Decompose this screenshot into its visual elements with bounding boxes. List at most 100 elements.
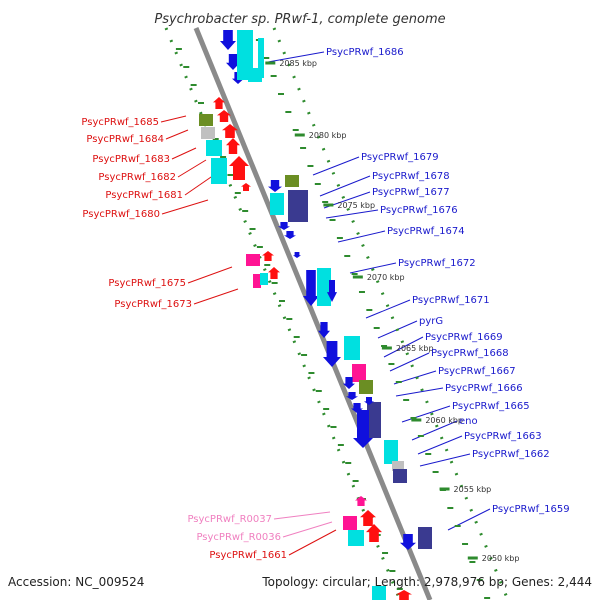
right-gene-label[interactable]: PsycPRwf_1672 [398, 258, 476, 269]
rna-gene-label[interactable]: PsycPRwf_R0037 [187, 514, 272, 525]
right-gene-label[interactable]: PsycPRwf_1674 [387, 226, 465, 237]
right-gene-label[interactable]: PsycPRwf_1662 [472, 449, 550, 460]
pink-gene-block[interactable] [352, 364, 366, 382]
olive-gene-block[interactable] [285, 175, 299, 187]
grey-gene-block[interactable] [201, 127, 215, 139]
left-gene-label[interactable]: PsycPRwf_1683 [92, 154, 170, 165]
right-gene-label[interactable]: PsycPRwf_1667 [438, 366, 516, 377]
cyan-gene-block[interactable] [384, 440, 398, 464]
blue-gene-arrow[interactable] [226, 54, 240, 70]
blue-gene-arrow[interactable] [278, 222, 290, 230]
label-connector [177, 159, 207, 178]
blue-gene-arrow[interactable] [284, 231, 296, 239]
left-gene-label[interactable]: PsycPRwf_1681 [105, 190, 183, 201]
navy-gene-block[interactable] [288, 190, 308, 222]
scale-label: 2060 kbp [425, 416, 463, 425]
blue-gene-arrow[interactable] [343, 377, 355, 389]
blue-gene-arrow[interactable] [303, 270, 319, 306]
right-gene-label[interactable]: PsycPRwf_1666 [445, 383, 523, 394]
right-gene-label[interactable]: PsycPRwf_1663 [464, 431, 542, 442]
cyan-gene-block[interactable] [344, 336, 360, 360]
right-gene-label[interactable]: PsycPRwf_1669 [425, 332, 503, 343]
scale-label: 2070 kbp [367, 273, 405, 282]
cyan-gene-block[interactable] [260, 273, 268, 285]
right-gene-label[interactable]: eno [459, 416, 478, 427]
pink-gene-arrow[interactable] [355, 496, 367, 506]
blue-gene-arrow[interactable] [318, 322, 330, 338]
cyan-gene-block[interactable] [211, 158, 227, 184]
blue-gene-arrow[interactable] [293, 252, 301, 258]
left-gene-label[interactable]: PsycPRwf_1685 [81, 117, 159, 128]
blue-gene-arrow[interactable] [400, 534, 416, 550]
label-connector [288, 529, 337, 556]
scale-label: 2080 kbp [309, 131, 347, 140]
right-gene-label[interactable]: PsycPRwf_1659 [492, 504, 570, 515]
label-connector [187, 266, 233, 284]
right-gene-label[interactable]: PsycPRwf_1671 [412, 295, 490, 306]
right-gene-label[interactable]: PsycPRwf_1665 [452, 401, 530, 412]
cyan-gene-block[interactable] [206, 140, 222, 156]
pink-gene-block[interactable] [246, 254, 260, 266]
label-connector [319, 175, 371, 197]
red-gene-arrow[interactable] [222, 124, 238, 138]
red-gene-arrow[interactable] [226, 138, 240, 154]
label-connector [160, 115, 187, 123]
label-connector [312, 156, 360, 176]
label-connector [161, 199, 209, 215]
olive-gene-block[interactable] [359, 380, 373, 394]
blue-gene-arrow[interactable] [268, 180, 282, 192]
accession-text: Accession: NC_009524 [8, 575, 144, 589]
red-gene-arrow[interactable] [262, 251, 274, 261]
label-connector [349, 262, 397, 274]
cyan-gene-block[interactable] [348, 530, 364, 546]
red-gene-arrow[interactable] [229, 156, 249, 180]
left-gene-label[interactable]: PsycPRwf_1673 [114, 299, 192, 310]
red-gene-arrow[interactable] [396, 590, 412, 600]
pink-gene-block[interactable] [343, 516, 357, 530]
label-connector [282, 521, 333, 538]
cyan-gene-block[interactable] [270, 193, 284, 215]
right-gene-label[interactable]: PsycPRwf_1677 [372, 187, 450, 198]
blue-gene-arrow[interactable] [353, 410, 373, 448]
blue-gene-arrow[interactable] [220, 30, 236, 50]
navy-gene-block[interactable] [418, 527, 432, 549]
cyan-gene-block[interactable] [237, 30, 253, 80]
right-gene-label[interactable]: pyrG [419, 316, 443, 327]
navy-gene-block[interactable] [393, 469, 407, 483]
red-gene-arrow[interactable] [268, 267, 280, 279]
cyan-gene-block[interactable] [258, 38, 264, 78]
right-gene-label[interactable]: PsycPRwf_1678 [372, 171, 450, 182]
grey-gene-block[interactable] [392, 461, 404, 471]
rna-gene-label[interactable]: PsycPRwf_R0036 [196, 532, 281, 543]
blue-gene-arrow[interactable] [346, 392, 358, 400]
cyan-gene-block[interactable] [372, 586, 386, 600]
label-connector [193, 288, 239, 305]
red-gene-arrow[interactable] [366, 524, 382, 542]
gene-labels[interactable]: PsycPRwf_1686PsycPRwf_1679PsycPRwf_1678P… [81, 47, 569, 561]
red-gene-arrow[interactable] [217, 110, 231, 122]
left-gene-label[interactable]: PsycPRwf_1675 [108, 278, 186, 289]
blue-gene-arrow[interactable] [364, 397, 374, 405]
cyan-gene-block[interactable] [317, 268, 331, 306]
olive-gene-block[interactable] [199, 114, 213, 126]
right-gene-label[interactable]: PsycPRwf_1676 [380, 205, 458, 216]
navy-gene-block[interactable] [367, 402, 381, 438]
blue-gene-arrow[interactable] [323, 341, 341, 367]
red-gene-arrow[interactable] [241, 183, 251, 191]
red-gene-arrow[interactable] [360, 510, 376, 526]
left-gene-label[interactable]: PsycPRwf_1682 [98, 172, 176, 183]
left-gene-label[interactable]: PsycPRwf_1661 [209, 550, 287, 561]
blue-gene-arrow[interactable] [327, 280, 337, 302]
scale-label: 2085 kbp [279, 59, 317, 68]
right-gene-label[interactable]: PsycPRwf_1679 [361, 152, 439, 163]
left-gene-label[interactable]: PsycPRwf_1680 [82, 209, 160, 220]
right-gene-label[interactable]: PsycPRwf_1686 [326, 47, 404, 58]
right-gene-label[interactable]: PsycPRwf_1668 [431, 348, 509, 359]
label-connector [337, 230, 386, 243]
pink-gene-block[interactable] [253, 274, 261, 288]
red-gene-arrow[interactable] [213, 97, 225, 109]
left-gene-label[interactable]: PsycPRwf_1684 [86, 134, 164, 145]
